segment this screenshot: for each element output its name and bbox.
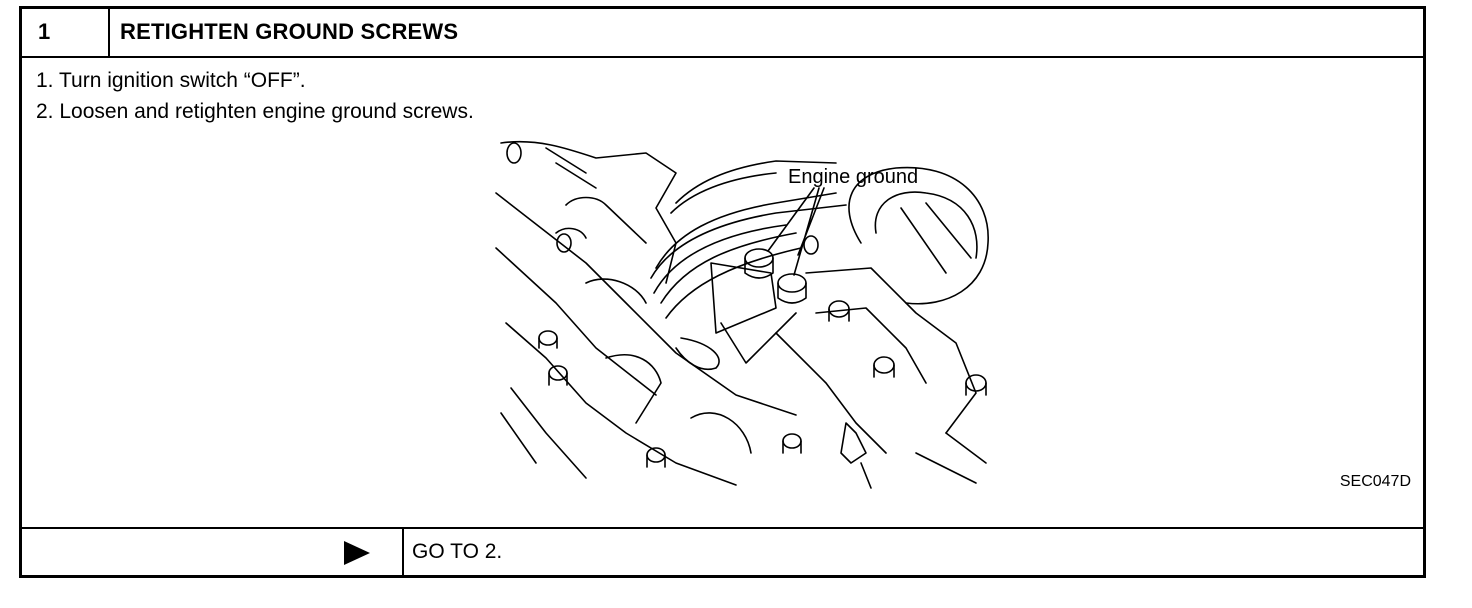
goto-next-step[interactable]: GO TO 2. <box>412 540 503 563</box>
procedure-table: 1 RETIGHTEN GROUND SCREWS 1. Turn igniti… <box>19 6 1426 578</box>
footer-divider <box>402 529 404 575</box>
header-divider <box>108 9 110 56</box>
procedure-footer: GO TO 2. <box>22 527 1423 575</box>
figure-callout-label: Engine ground <box>788 166 918 188</box>
figure-reference-code: SEC047D <box>1339 473 1411 490</box>
engine-ground-illustration: Engine ground <box>495 140 989 489</box>
procedure-header: 1 RETIGHTEN GROUND SCREWS <box>22 9 1423 58</box>
right-triangle-icon <box>344 541 370 565</box>
instruction-step-1: 1. Turn ignition switch “OFF”. <box>36 69 306 92</box>
procedure-title: RETIGHTEN GROUND SCREWS <box>120 19 459 44</box>
instruction-step-2: 2. Loosen and retighten engine ground sc… <box>36 100 474 123</box>
step-number: 1 <box>38 19 51 44</box>
instruction-list: 1. Turn ignition switch “OFF”. 2. Loosen… <box>36 65 474 127</box>
